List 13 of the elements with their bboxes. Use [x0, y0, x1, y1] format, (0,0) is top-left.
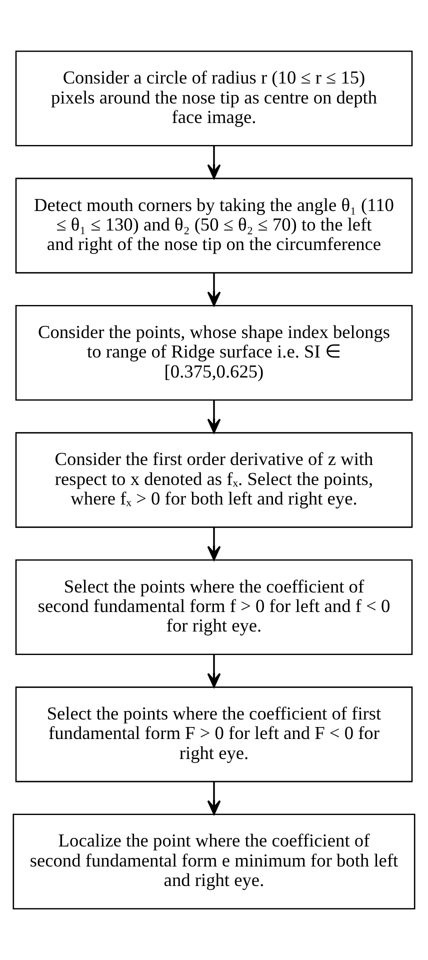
arrow — [207, 400, 221, 434]
node-box: Localize the point where the coefficient of second fundamental form e minimum for both left and right eye. — [12, 814, 416, 910]
node-box: Consider the first order derivative of z with respect to x denoted as fₓ. Select the points, where fₓ > 0 for both left and right eye. — [15, 432, 413, 528]
arrow — [207, 654, 221, 688]
arrow — [207, 527, 221, 560]
arrow — [207, 272, 221, 306]
node-box: Select the points where the coefficient of first fundamental form F > 0 for left and F < 0 for right eye. — [15, 686, 413, 782]
node-box: Select the points where the coefficient of second fundamental form f > 0 for left and f < 0 for right eye. — [15, 559, 413, 656]
arrow — [207, 146, 221, 179]
node-box: Detect mouth corners by taking the angle θ₁ (110 ≤ θ₁ ≤ 130) and θ₂ (50 ≤ θ₂ ≤ 70) to the left and right of the nose tip on the circumference — [15, 178, 413, 274]
node-box: Consider the points, whose shape index belongs to range of Ridge surface i.e. SI ∈ [0.375,0.625) — [15, 304, 413, 401]
arrow — [207, 782, 221, 815]
node-box: Consider a circle of radius r (10 ≤ r ≤ 15) pixels around the nose tip as centre on depth face image. — [15, 50, 413, 146]
